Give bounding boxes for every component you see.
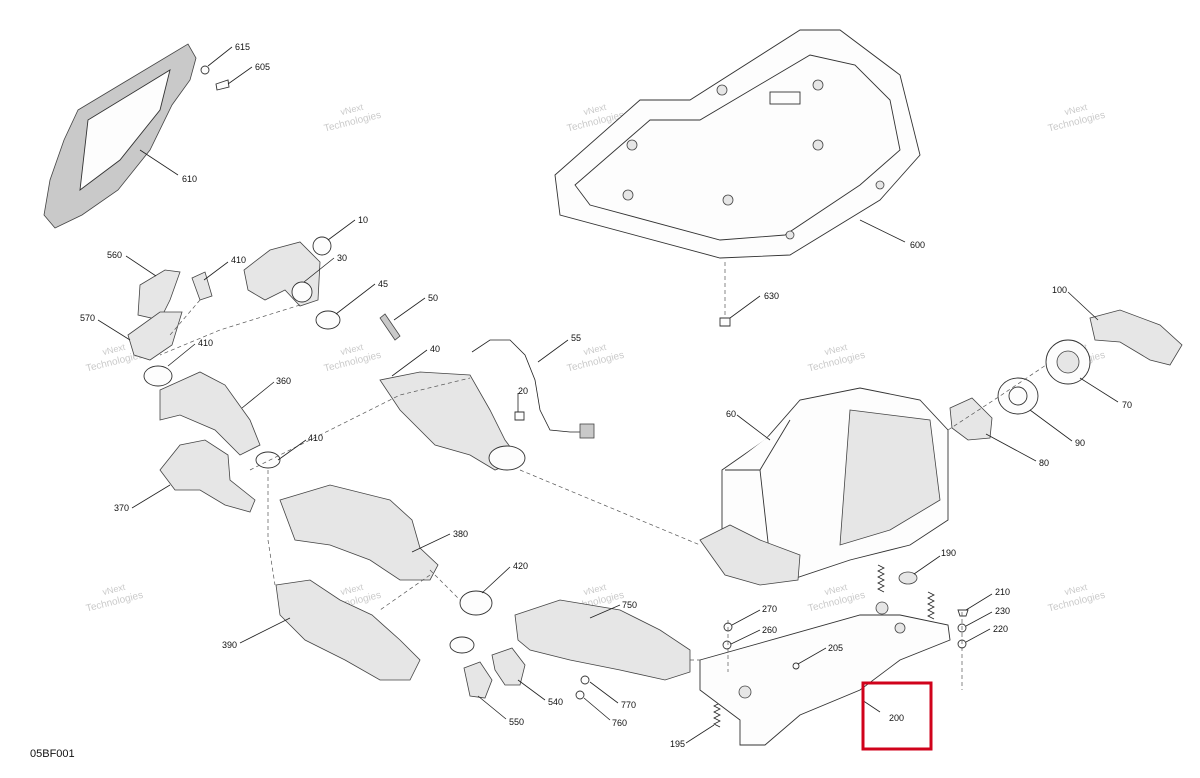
clamp-410-c	[255, 451, 281, 469]
bracket-200	[699, 614, 951, 746]
part-label[interactable]: 570	[80, 313, 95, 323]
spring-c	[713, 699, 721, 728]
part-label[interactable]: 70	[1122, 400, 1132, 410]
part-label[interactable]: 370	[114, 503, 129, 513]
part-label[interactable]: 90	[1075, 438, 1085, 448]
clamp-410-a	[191, 271, 213, 301]
clamp-410-b	[143, 365, 173, 387]
washer-260	[722, 640, 732, 650]
part-label[interactable]: 560	[107, 250, 122, 260]
part-label-highlighted[interactable]: 200	[889, 713, 904, 723]
sleeve-550	[463, 661, 493, 699]
diagram-reference-id: 05BF001	[30, 748, 75, 760]
intermediate-pipe-750	[514, 599, 691, 681]
part-label[interactable]: 410	[308, 433, 323, 443]
y-pipe-370	[159, 439, 256, 513]
part-label[interactable]: 195	[670, 739, 685, 749]
part-label[interactable]: 410	[231, 255, 246, 265]
part-label[interactable]: 45	[378, 279, 388, 289]
grommet-190	[898, 571, 918, 585]
bolt-770	[580, 675, 590, 685]
spring-b	[927, 591, 935, 620]
part-label[interactable]: 410	[198, 338, 213, 348]
shield-570	[127, 311, 183, 361]
part-label[interactable]: 760	[612, 718, 627, 728]
outlet-pipe-100	[1089, 309, 1183, 366]
bolt-630	[719, 317, 731, 327]
bolt-205	[792, 662, 800, 670]
part-label[interactable]: 615	[235, 42, 250, 52]
clamp-420-a	[459, 590, 493, 616]
part-label[interactable]: 100	[1052, 285, 1067, 295]
part-label[interactable]: 600	[910, 240, 925, 250]
highlight-box	[861, 681, 933, 751]
bolt-605	[215, 79, 230, 91]
oxygen-sensor-55	[471, 339, 588, 433]
part-label[interactable]: 770	[621, 700, 636, 710]
gasket-10	[312, 236, 332, 256]
nut-615	[200, 65, 210, 75]
heat-shield-390	[275, 579, 421, 681]
seal-ring-45	[315, 310, 341, 330]
clamp-420-b	[449, 636, 475, 654]
fitting-20	[514, 411, 525, 421]
watermark: vNext Technologies	[323, 342, 382, 375]
part-label[interactable]: 205	[828, 643, 843, 653]
part-label[interactable]: 605	[255, 62, 270, 72]
part-label[interactable]: 60	[726, 409, 736, 419]
part-label[interactable]: 610	[182, 174, 197, 184]
part-label[interactable]: 40	[430, 344, 440, 354]
leader-lines	[97, 46, 1119, 744]
spring-a	[877, 564, 885, 593]
exhaust-manifold-380	[279, 484, 439, 581]
stud-50	[379, 313, 401, 341]
watermark: vNext Technologies	[85, 582, 144, 615]
part-label[interactable]: 360	[276, 376, 291, 386]
watermark: vNext Technologies	[323, 102, 382, 135]
part-label[interactable]: 270	[762, 604, 777, 614]
part-label[interactable]: 50	[428, 293, 438, 303]
part-label[interactable]: 260	[762, 625, 777, 635]
part-drawings	[43, 29, 1183, 746]
watermark: vNext Technologies	[807, 582, 866, 615]
bolt-210	[957, 609, 969, 617]
muffler-inlet	[699, 524, 801, 586]
part-label[interactable]: 190	[941, 548, 956, 558]
part-label[interactable]: 420	[513, 561, 528, 571]
part-label[interactable]: 80	[1039, 458, 1049, 468]
part-label[interactable]: 540	[548, 697, 563, 707]
part-label[interactable]: 210	[995, 587, 1010, 597]
nut-760	[575, 690, 585, 700]
assembly-lines	[159, 299, 1047, 690]
part-number-labels: 615 605 610 600 630 10 30 45 50 560 410 …	[80, 42, 1132, 749]
part-label[interactable]: 550	[509, 717, 524, 727]
part-label[interactable]: 220	[993, 624, 1008, 634]
part-label[interactable]: 390	[222, 640, 237, 650]
part-label[interactable]: 55	[571, 333, 581, 343]
shield-540	[491, 647, 526, 686]
exhaust-pipe-360	[159, 371, 261, 456]
sleeve-80	[949, 397, 993, 441]
part-label[interactable]: 10	[358, 215, 368, 225]
part-label[interactable]: 230	[995, 606, 1010, 616]
part-label[interactable]: 20	[518, 386, 528, 396]
part-label[interactable]: 30	[337, 253, 347, 263]
shield-560	[137, 269, 181, 321]
part-label[interactable]: 380	[453, 529, 468, 539]
watermark: vNext Technologies	[1047, 102, 1106, 135]
watermark: vNext Technologies	[566, 342, 625, 375]
watermark: vNext Technologies	[807, 342, 866, 375]
watermark: vNext Technologies	[1047, 582, 1106, 615]
part-label[interactable]: 630	[764, 291, 779, 301]
part-label[interactable]: 750	[622, 600, 637, 610]
